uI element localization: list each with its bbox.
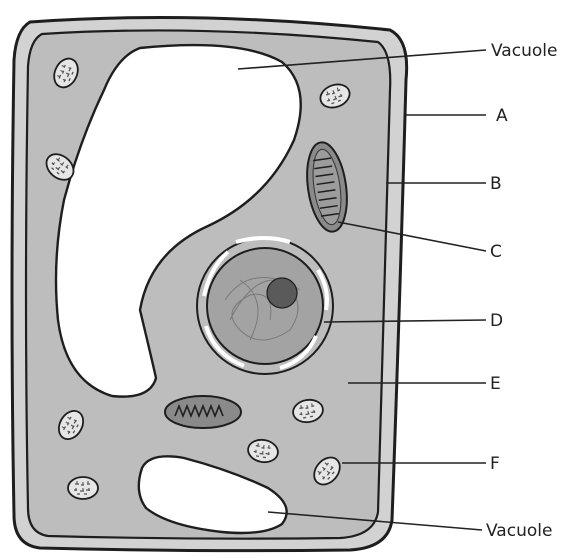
label-a: A xyxy=(496,106,508,126)
label-f: F xyxy=(490,454,500,474)
label-e: E xyxy=(490,374,501,394)
label-vacuole-top: Vacuole xyxy=(491,41,557,61)
chloroplast xyxy=(68,477,98,499)
nucleolus xyxy=(267,278,297,308)
nucleus xyxy=(197,238,333,374)
label-vacuole-bottom: Vacuole xyxy=(486,521,552,541)
label-b: B xyxy=(490,174,502,194)
label-c: C xyxy=(490,242,502,262)
label-d: D xyxy=(490,311,503,331)
mitochondrion-bottom xyxy=(165,396,241,428)
